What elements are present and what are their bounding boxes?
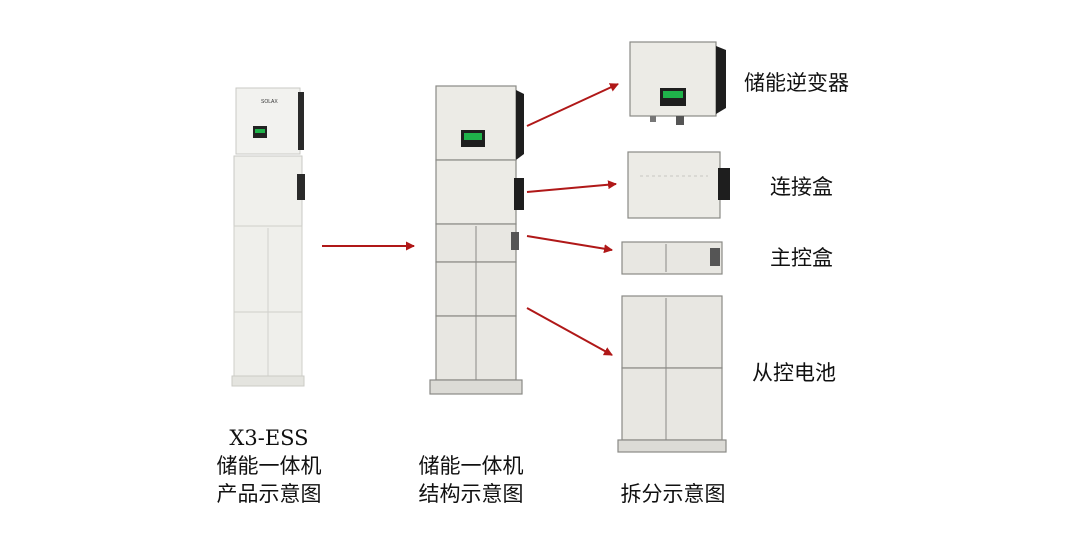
label-main-control-box: 主控盒 — [770, 246, 833, 270]
exploded-caption: 拆分示意图 — [620, 482, 726, 506]
exploded-inverter — [629, 41, 726, 125]
product-unit: SOLAX — [231, 87, 305, 387]
label-inverter: 储能逆变器 — [744, 71, 849, 95]
structure-unit — [429, 85, 524, 395]
exploded-slave-battery — [617, 295, 727, 453]
structure-caption-line1: 储能一体机 — [418, 454, 524, 478]
label-slave-battery: 从控电池 — [752, 361, 836, 385]
product-caption-line1: 储能一体机 — [216, 454, 322, 478]
product-model: X3-ESS — [229, 426, 309, 450]
exploded-connection-box — [627, 151, 730, 219]
arrow-to-inverter — [526, 83, 619, 127]
caption-exploded: 拆分示意图 — [600, 480, 746, 508]
product-caption-line2: 产品示意图 — [216, 482, 322, 506]
brand-logo: SOLAX — [261, 99, 278, 105]
label-connection-box: 连接盒 — [770, 175, 833, 199]
arrow-to-slave-battery — [526, 307, 613, 356]
caption-structure: 储能一体机 结构示意图 — [398, 452, 544, 508]
arrow-to-connection-box — [526, 180, 617, 193]
caption-product: X3-ESS 储能一体机 产品示意图 — [196, 424, 342, 508]
exploded-main-control-box — [621, 241, 723, 275]
arrow-to-main-control-box — [526, 235, 613, 254]
structure-caption-line2: 结构示意图 — [418, 482, 524, 506]
